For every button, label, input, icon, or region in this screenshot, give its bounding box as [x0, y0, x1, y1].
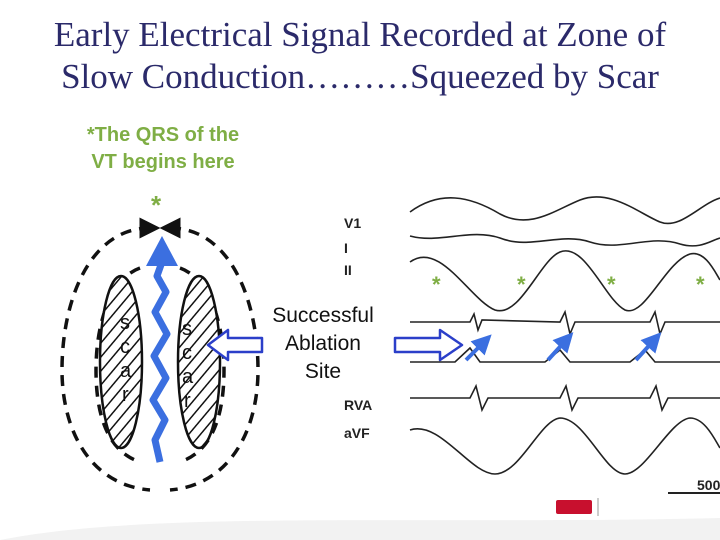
lead-label-rva: RVA — [344, 397, 373, 413]
scar-right — [176, 274, 222, 450]
ablation-line-1: Successful — [272, 304, 374, 327]
title-line-1: Early Electrical Signal Recorded at Zone… — [53, 15, 667, 54]
trace-avf — [409, 417, 720, 475]
footer-logo — [556, 500, 592, 514]
ablation-arrow-left — [206, 328, 264, 362]
annotation-line-1: *The QRS of the — [86, 124, 240, 146]
lead-label-i: I — [344, 240, 348, 256]
qrs-annotation: *The QRS of the VT begins here — [58, 122, 268, 176]
ablation-site-label: Successful Ablation Site — [258, 302, 388, 386]
scar-left — [98, 274, 144, 450]
ablation-line-2: Ablation — [285, 332, 361, 355]
trace-electrogram-1 — [410, 309, 720, 337]
lead-label-avf: aVF — [344, 425, 370, 441]
marker-4: * — [696, 272, 705, 297]
trace-i — [409, 233, 720, 247]
scar-left-letter-3: a — [120, 360, 132, 382]
scar-right-letter-1: s — [182, 318, 192, 340]
ablation-line-3: Site — [304, 360, 342, 383]
scale-label: 500 — [697, 477, 720, 493]
trace-ii — [409, 250, 720, 312]
ablation-arrow-right — [393, 328, 464, 362]
marker-3: * — [607, 272, 616, 297]
scar-left-letter-1: s — [120, 312, 130, 334]
trace-v1 — [409, 196, 720, 225]
title-line-2: Slow Conduction………Squeezed by Scar — [61, 57, 659, 96]
scar-right-letter-2: c — [182, 342, 192, 364]
footer-swoosh — [0, 518, 720, 540]
slide-title: Early Electrical Signal Recorded at Zone… — [0, 14, 720, 98]
marker-1: * — [432, 272, 441, 297]
slow-conduction-path — [149, 260, 171, 463]
propagation-arrowhead — [146, 236, 178, 266]
qrs-onset-markers: * * * * — [432, 272, 705, 297]
scar-right-letter-3: a — [182, 366, 194, 388]
lead-label-v1: V1 — [344, 215, 362, 231]
ecg-traces — [409, 196, 720, 475]
scar-left-letter-2: c — [120, 336, 130, 358]
qrs-onset-asterisk: * — [151, 190, 162, 220]
scar-left-letter-4: r — [122, 384, 129, 406]
annotation-line-2: VT begins here — [91, 151, 235, 173]
trace-rva — [410, 383, 720, 413]
lead-label-ii: II — [344, 262, 352, 278]
marker-2: * — [517, 272, 526, 297]
early-signal-arrows — [464, 332, 662, 362]
scar-right-letter-4: r — [184, 390, 191, 412]
